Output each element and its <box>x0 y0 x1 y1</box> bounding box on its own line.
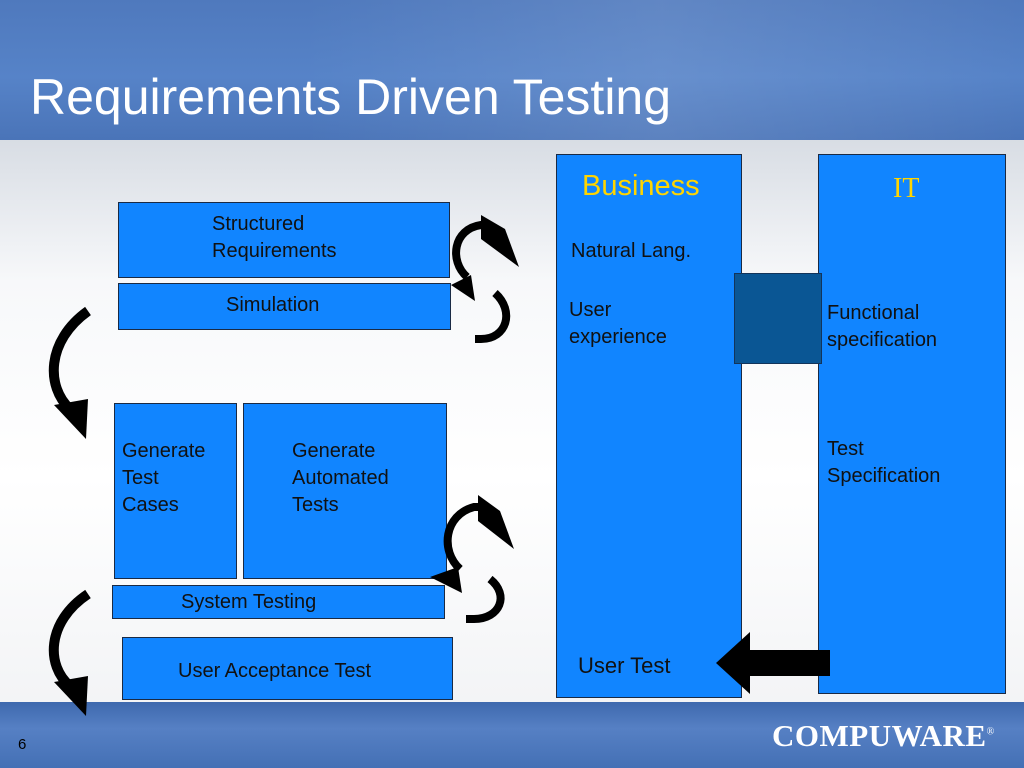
generate-test-cases-label: Generate Test Cases <box>122 440 206 516</box>
header-highlight <box>300 0 1024 140</box>
user-acceptance-test-label: User Acceptance Test <box>178 660 372 682</box>
left-arrow-icon <box>716 632 830 694</box>
page-number: 6 <box>18 736 27 753</box>
cycle-arrow-bottom-icon <box>430 495 514 623</box>
test-specification-label: Test Specification <box>827 438 941 487</box>
simulation-box: Simulation <box>118 283 451 330</box>
cycle-arrow-icon <box>451 215 519 343</box>
generate-test-cases-box: Generate Test Cases <box>114 403 237 579</box>
system-testing-box: System Testing <box>112 585 445 619</box>
slide-footer <box>0 702 1024 768</box>
structured-requirements-label: Structured Requirements <box>212 213 337 262</box>
generate-automated-tests-label: Generate Automated Tests <box>292 440 389 516</box>
structured-requirements-box: Structured Requirements <box>118 202 450 278</box>
user-test-label: User Test <box>578 653 671 678</box>
business-it-connector <box>734 273 822 364</box>
business-column: Business Natural Lang. User experience U… <box>556 154 742 698</box>
logo-registered-mark: ® <box>986 726 995 738</box>
functional-specification-label: Functional specification <box>827 302 938 351</box>
user-acceptance-test-box: User Acceptance Test <box>122 637 453 700</box>
business-title: Business <box>582 170 700 202</box>
system-testing-label: System Testing <box>181 591 317 613</box>
logo-text: COMPUWARE <box>772 718 987 753</box>
simulation-label: Simulation <box>226 294 320 316</box>
generate-automated-tests-box: Generate Automated Tests <box>243 403 447 579</box>
slide-title: Requirements Driven Testing <box>30 69 672 125</box>
it-title: IT <box>893 173 920 204</box>
natural-lang-label: Natural Lang. <box>571 240 692 262</box>
compuware-logo: COMPUWARE® <box>772 718 995 754</box>
slide-header: Requirements Driven Testing <box>0 0 1024 140</box>
curved-down-arrow-icon <box>48 306 92 439</box>
user-experience-label: User experience <box>569 299 667 348</box>
curved-down-arrow-bottom-icon <box>48 589 91 716</box>
it-column: IT Functional specification Test Specifi… <box>818 154 1006 694</box>
